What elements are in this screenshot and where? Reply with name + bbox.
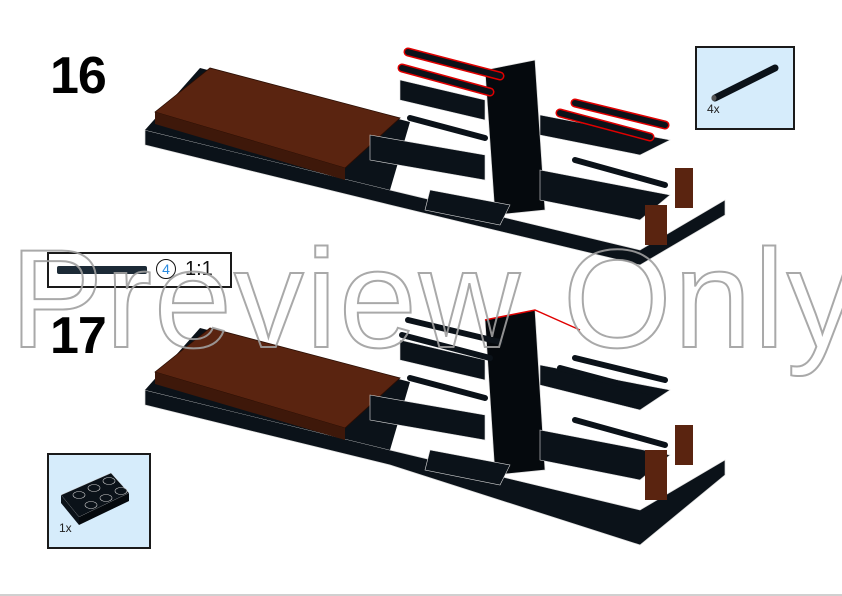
part-quantity: 1x (59, 521, 72, 535)
model-assembly-step-16 (144, 47, 726, 266)
length-circle: 4 (156, 259, 176, 279)
parts-callout-step-16: 4x (695, 46, 795, 130)
black-plate-2x3-icon (60, 472, 130, 525)
page-bottom-border (0, 594, 842, 596)
step-number-16: 16 (50, 47, 107, 105)
model-assembly-step-17 (144, 309, 726, 546)
black-bar-icon (711, 64, 779, 102)
scale-label: 1:1 (185, 258, 213, 280)
part-quantity: 4x (707, 102, 720, 116)
bar-length-ruler: 4 1:1 (47, 252, 232, 288)
step-number-17: 17 (50, 307, 107, 365)
black-bar-icon (57, 266, 147, 274)
parts-callout-step-17: 1x (47, 453, 151, 549)
